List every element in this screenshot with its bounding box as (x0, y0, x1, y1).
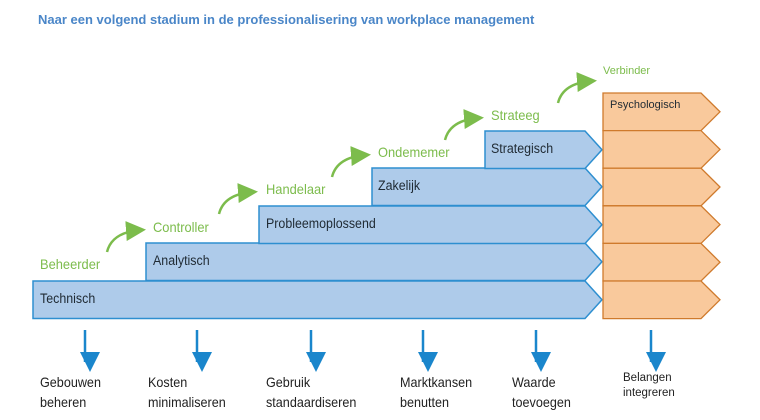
goal-line: standaardiseren (266, 394, 357, 410)
goal-line: Gebouwen (40, 374, 101, 390)
progression-arrow-icon (443, 109, 484, 141)
goal-line: toevoegen (512, 394, 571, 410)
psychologisch-segment (602, 167, 721, 207)
level-psychologisch: Psychologisch (610, 99, 681, 111)
psychologisch-segment (602, 205, 721, 245)
level-probleemoplossend: Probleemoplossend (266, 216, 376, 231)
role-verbinder: Verbinder (603, 65, 651, 77)
level-strategisch: Strategisch (491, 141, 554, 156)
level-technisch: Technisch (40, 291, 96, 306)
goal-line: Marktkansen (400, 374, 473, 390)
role-controller: Controller (153, 219, 209, 235)
goal-3: Gebruik standaardiseren (266, 372, 356, 412)
goal-line: minimaliseren (148, 394, 226, 410)
role-handelaar: Handelaar (266, 181, 326, 197)
progression-arrow-icon (105, 221, 146, 253)
goal-line: beheren (40, 394, 87, 410)
psychologisch-segment (602, 92, 721, 132)
goal-line: Waarde (512, 374, 556, 390)
level-analytisch: Analytisch (153, 253, 210, 268)
goal-line: benutten (400, 394, 450, 410)
progression-arrow-icon (217, 183, 258, 215)
goal-6: Belangen integreren (623, 371, 675, 401)
psychologisch-segment (602, 280, 721, 320)
level-bar (484, 130, 604, 170)
goal-line: integreren (623, 387, 675, 399)
diagram-title: Naar een volgend stadium in de professio… (38, 12, 535, 27)
level-zakelijk: Zakelijk (378, 178, 421, 193)
progression-arrow-icon (330, 146, 371, 178)
goal-line: Kosten (148, 374, 188, 390)
goal-line: Belangen (623, 372, 672, 384)
role-strateeg: Strateeg (491, 107, 540, 123)
level-bar (145, 242, 604, 282)
progression-arrow-icon (556, 72, 597, 104)
goal-5: Waarde toevoegen (512, 372, 571, 412)
role-ondememer: Ondememer (378, 144, 450, 160)
psychologisch-segment (602, 242, 721, 282)
goal-2: Kosten minimaliseren (148, 372, 226, 412)
role-beheerder: Beheerder (40, 256, 101, 272)
level-bar (32, 280, 604, 320)
goal-1: Gebouwen beheren (40, 372, 101, 412)
goal-line: Gebruik (266, 374, 311, 390)
psychologisch-segment (602, 129, 721, 169)
goal-4: Marktkansen benutten (400, 372, 472, 412)
